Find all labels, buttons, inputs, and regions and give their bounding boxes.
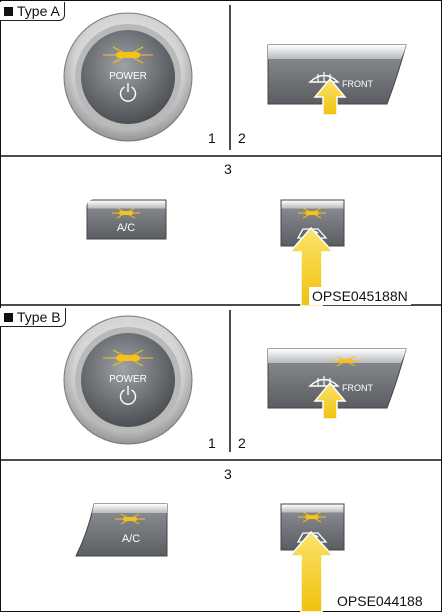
ac-button: A/C <box>86 199 167 240</box>
type-title: Type A <box>17 3 60 19</box>
indicator-glow-icon <box>298 511 326 523</box>
ac-label: A/C <box>122 533 140 545</box>
indicator-glow-icon <box>330 355 362 367</box>
ac-label: A/C <box>117 222 135 234</box>
front-label: FRONT <box>342 383 373 393</box>
power-button: POWER <box>63 315 193 445</box>
type-label: Type A <box>0 2 65 21</box>
square-bullet-icon <box>4 7 13 16</box>
front-label: FRONT <box>342 79 373 89</box>
label-three: 3 <box>224 161 232 177</box>
ac-button: A/C <box>75 503 168 557</box>
indicator-glow-icon <box>103 349 153 367</box>
type-title: Type B <box>17 309 61 325</box>
arrow-icon <box>313 381 347 420</box>
panel-type-a: POWER FRONT <box>0 5 442 307</box>
figure-code: OPSE045188N <box>309 287 411 305</box>
arrow-icon <box>313 77 347 116</box>
power-label: POWER <box>109 71 147 82</box>
label-three: 3 <box>224 466 232 482</box>
label-two: 2 <box>238 435 246 451</box>
figure-code: OPSE044188 <box>334 592 426 610</box>
power-icon <box>119 386 137 405</box>
arrow-icon <box>288 226 335 307</box>
indicator-glow-icon <box>112 207 140 219</box>
label-one: 1 <box>208 130 216 146</box>
label-one: 1 <box>208 435 216 451</box>
panel-type-b: POWER FRONT <box>0 310 442 612</box>
power-label: POWER <box>109 374 147 385</box>
type-label: Type B <box>0 308 66 327</box>
indicator-glow-icon <box>115 513 145 525</box>
front-defrost-button: FRONT <box>267 348 407 409</box>
power-button: POWER <box>63 12 193 142</box>
square-bullet-icon <box>4 313 13 322</box>
power-icon <box>119 83 137 102</box>
indicator-glow-icon <box>298 207 326 219</box>
front-defrost-button: FRONT <box>267 44 407 105</box>
arrow-icon <box>288 530 335 612</box>
indicator-glow-icon <box>103 46 153 64</box>
label-two: 2 <box>238 130 246 146</box>
